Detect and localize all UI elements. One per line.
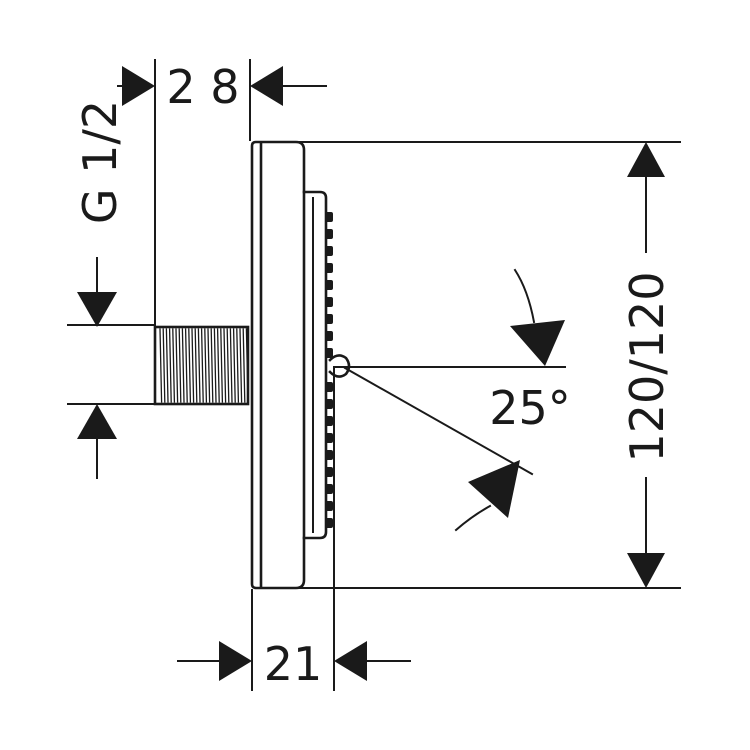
spray-nozzle (325, 297, 333, 307)
thread-line (159, 328, 163, 403)
thread-line (172, 328, 176, 403)
spray-nozzle (325, 382, 333, 392)
thread-line (191, 328, 195, 403)
spray-nozzle (325, 331, 333, 341)
diameter-label: 120/120 (620, 271, 674, 462)
thread-line (232, 328, 236, 403)
dimension-body-depth: 21 (177, 637, 411, 691)
thread-line (204, 328, 208, 403)
dimension-overall-depth: 2 8 (117, 60, 327, 114)
arrow-up-icon (627, 142, 665, 177)
spray-nozzle (325, 484, 333, 494)
spray-nozzle (325, 314, 333, 324)
threaded-connector (153, 325, 250, 406)
thread-line (223, 328, 227, 403)
dimension-tilt-angle: 25° (454, 268, 571, 532)
arrow-right-icon (122, 66, 155, 106)
extension-lines (67, 59, 681, 691)
arrow-left-icon (334, 641, 367, 681)
arrow-down-icon (510, 320, 565, 366)
spray-nozzle (325, 433, 333, 443)
overall-depth-label: 2 8 (166, 60, 239, 114)
thread-line (210, 328, 214, 403)
thread-line (162, 328, 166, 403)
dimension-thread: G 1/2 (73, 100, 127, 479)
spray-nozzle (325, 280, 333, 290)
thread-line (239, 328, 243, 403)
thread-line (188, 328, 192, 403)
arrow-down-icon (627, 553, 665, 588)
body-depth-label: 21 (264, 637, 323, 691)
arrow-left-icon (250, 66, 283, 106)
thread-line (216, 328, 220, 403)
spray-nozzle (325, 416, 333, 426)
shower-head-body (250, 140, 351, 590)
thread-line (197, 328, 201, 403)
thread-line (207, 328, 211, 403)
thread-line (175, 328, 179, 403)
spray-nozzle (325, 467, 333, 477)
spray-nozzle (325, 212, 333, 222)
spray-nozzle (325, 229, 333, 239)
thread-line (194, 328, 198, 403)
spray-nozzle (325, 501, 333, 511)
arrow-down-icon (77, 292, 117, 327)
arrow-up-icon (77, 404, 117, 439)
thread-line (236, 328, 240, 403)
thread-line (181, 328, 185, 403)
spray-nozzle (325, 263, 333, 273)
thread-line (229, 328, 233, 403)
thread-line (184, 328, 188, 403)
thread-line (168, 328, 172, 403)
spray-nozzle (325, 450, 333, 460)
spray-nozzle (325, 246, 333, 256)
arrow-up-right-icon (468, 460, 520, 518)
spray-nozzle (325, 518, 333, 528)
thread-line (220, 328, 224, 403)
dimension-diameter: 120/120 (620, 142, 674, 588)
tilt-angle-label: 25° (489, 381, 571, 435)
thread-line (178, 328, 182, 403)
thread-line (200, 328, 204, 403)
thread-label: G 1/2 (73, 100, 127, 224)
thread-line (226, 328, 230, 403)
spray-nozzle (325, 348, 333, 358)
thread-line (245, 328, 249, 403)
thread-line (213, 328, 217, 403)
spray-nozzle (325, 399, 333, 409)
thread-line (242, 328, 246, 403)
thread-line (165, 328, 169, 403)
arrow-right-icon (219, 641, 252, 681)
